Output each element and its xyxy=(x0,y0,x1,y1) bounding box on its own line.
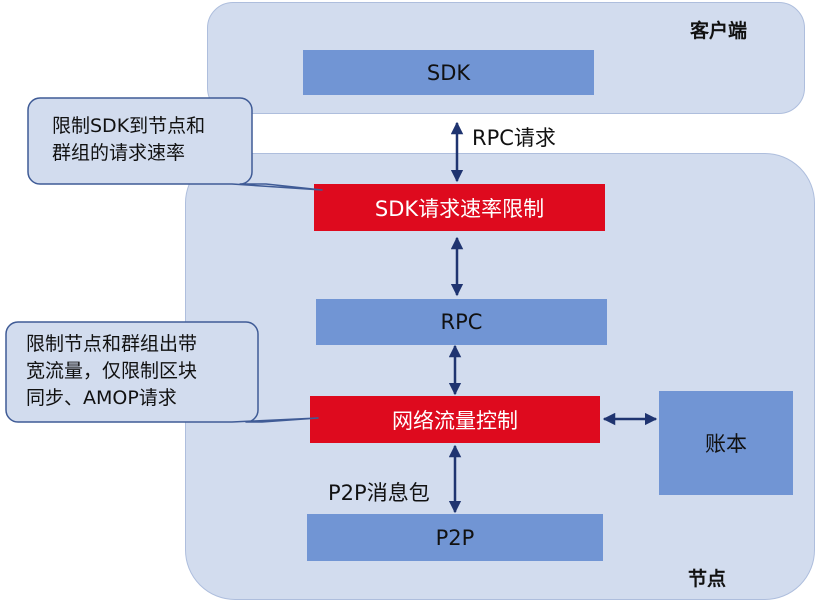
flow-note-line-2: 宽流量，仅限制区块 xyxy=(26,360,198,382)
flow-control-callout-bubble xyxy=(5,321,319,423)
sdk-box: SDK xyxy=(303,50,594,95)
client-region-label: 客户端 xyxy=(690,20,748,42)
flow-note-line-3: 同步、AMOP请求 xyxy=(26,387,177,409)
p2p-message-label: P2P消息包 xyxy=(328,481,430,505)
rpc-request-label: RPC请求 xyxy=(472,126,556,150)
p2p-box: P2P xyxy=(307,514,603,561)
rate-limit-callout-bubble xyxy=(27,97,323,191)
rate-limit-note-line-1: 限制SDK到节点和 xyxy=(52,115,206,137)
flow-note-line-1: 限制节点和群组出带 xyxy=(26,333,198,355)
ledger-box: 账本 xyxy=(659,391,793,495)
rpc-box: RPC xyxy=(316,299,607,345)
network-flow-control-box: 网络流量控制 xyxy=(310,396,600,443)
sdk-rate-limit-box: SDK请求速率限制 xyxy=(314,184,605,231)
node-region-label: 节点 xyxy=(688,568,727,590)
rate-limit-note-line-2: 群组的请求速率 xyxy=(52,142,186,164)
